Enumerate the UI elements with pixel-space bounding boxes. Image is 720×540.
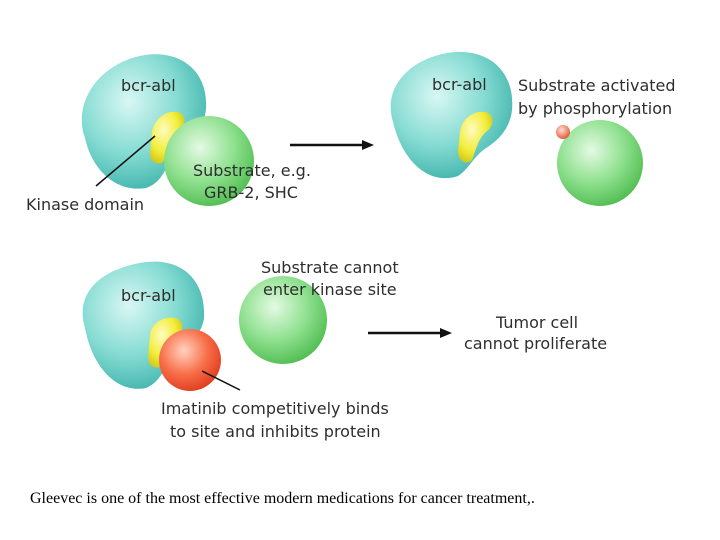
blocked-substrate bbox=[239, 276, 327, 364]
panel-bottom: bcr-abl Substrate cannot enter kinase si… bbox=[82, 258, 607, 441]
substrate-protein bbox=[557, 120, 643, 206]
arrow-top bbox=[290, 140, 374, 150]
phosphate-group bbox=[556, 125, 570, 139]
substrate-label-line2: GRB-2, SHC bbox=[204, 183, 298, 202]
bcr-abl-enzyme bbox=[81, 54, 207, 189]
cannot-enter-label-line2: enter kinase site bbox=[263, 280, 397, 299]
enzyme-label: bcr-abl bbox=[121, 76, 176, 95]
bcr-abl-enzyme bbox=[390, 51, 513, 179]
kinase-domain-label: Kinase domain bbox=[26, 195, 144, 214]
panel-top-left: bcr-abl Substrate, e.g. GRB-2, SHC Kinas… bbox=[26, 54, 311, 214]
activated-label-line1: Substrate activated bbox=[518, 76, 676, 95]
kinase-domain bbox=[458, 111, 493, 163]
tumor-label-line1: Tumor cell bbox=[495, 313, 578, 332]
substrate-protein bbox=[164, 116, 254, 206]
kinase-domain bbox=[150, 111, 185, 164]
activated-label-line2: by phosphorylation bbox=[518, 99, 672, 118]
imatinib-label-line2: to site and inhibits protein bbox=[170, 422, 381, 441]
enzyme-label: bcr-abl bbox=[432, 75, 487, 94]
arrow-bottom bbox=[368, 328, 452, 338]
substrate-label-line1: Substrate, e.g. bbox=[193, 161, 311, 180]
imatinib-molecule bbox=[159, 329, 221, 391]
caption: Gleevec is one of the most effective mod… bbox=[30, 490, 535, 507]
tumor-label-line2: cannot proliferate bbox=[464, 334, 607, 353]
imatinib-label-line1: Imatinib competitively binds bbox=[161, 399, 389, 418]
cannot-enter-label-line1: Substrate cannot bbox=[261, 258, 399, 277]
bcr-abl-enzyme bbox=[82, 261, 205, 389]
panel-top-right: bcr-abl Substrate activated by phosphory… bbox=[390, 51, 676, 206]
imatinib-pointer bbox=[201, 370, 241, 391]
enzyme-label: bcr-abl bbox=[121, 286, 176, 305]
kinase-domain-pointer bbox=[95, 135, 156, 187]
